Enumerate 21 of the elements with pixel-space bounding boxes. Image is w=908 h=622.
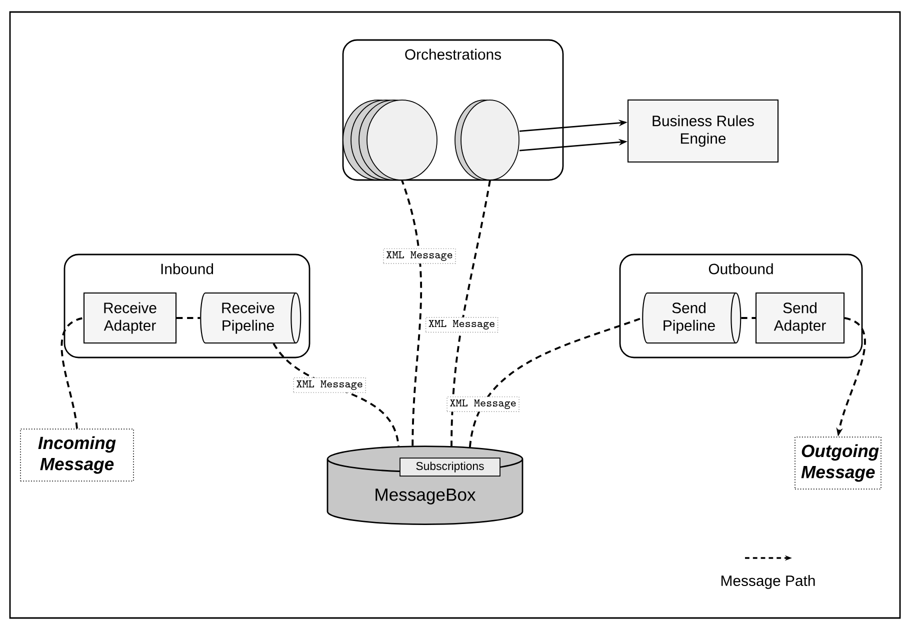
legend-text: Message Path [721, 575, 815, 589]
connector [176, 317, 200, 319]
connector [468, 317, 642, 448]
message-box: Incoming Message [20, 428, 134, 482]
edge-label: XML Message [446, 396, 520, 412]
edge-label: XML Message [425, 317, 498, 333]
edge-label: XML Message [383, 248, 456, 264]
orchestration-stack [342, 100, 438, 180]
orchestration-disc [454, 100, 520, 180]
pipeline-cylinder: Send Pipeline [642, 292, 742, 344]
component-box: Send Adapter [755, 292, 845, 344]
component-box: Business Rules Engine [627, 99, 779, 163]
connector [401, 180, 422, 446]
pipeline-cylinder: Receive Pipeline [200, 292, 302, 344]
connector [450, 180, 491, 446]
edge-label: XML Message [293, 377, 366, 393]
connector [741, 317, 756, 319]
message-box: Outgoing Message [794, 436, 882, 490]
component-box: Receive Adapter [83, 292, 177, 344]
subscriptions-box: Subscriptions [400, 458, 500, 476]
connector [60, 317, 84, 429]
